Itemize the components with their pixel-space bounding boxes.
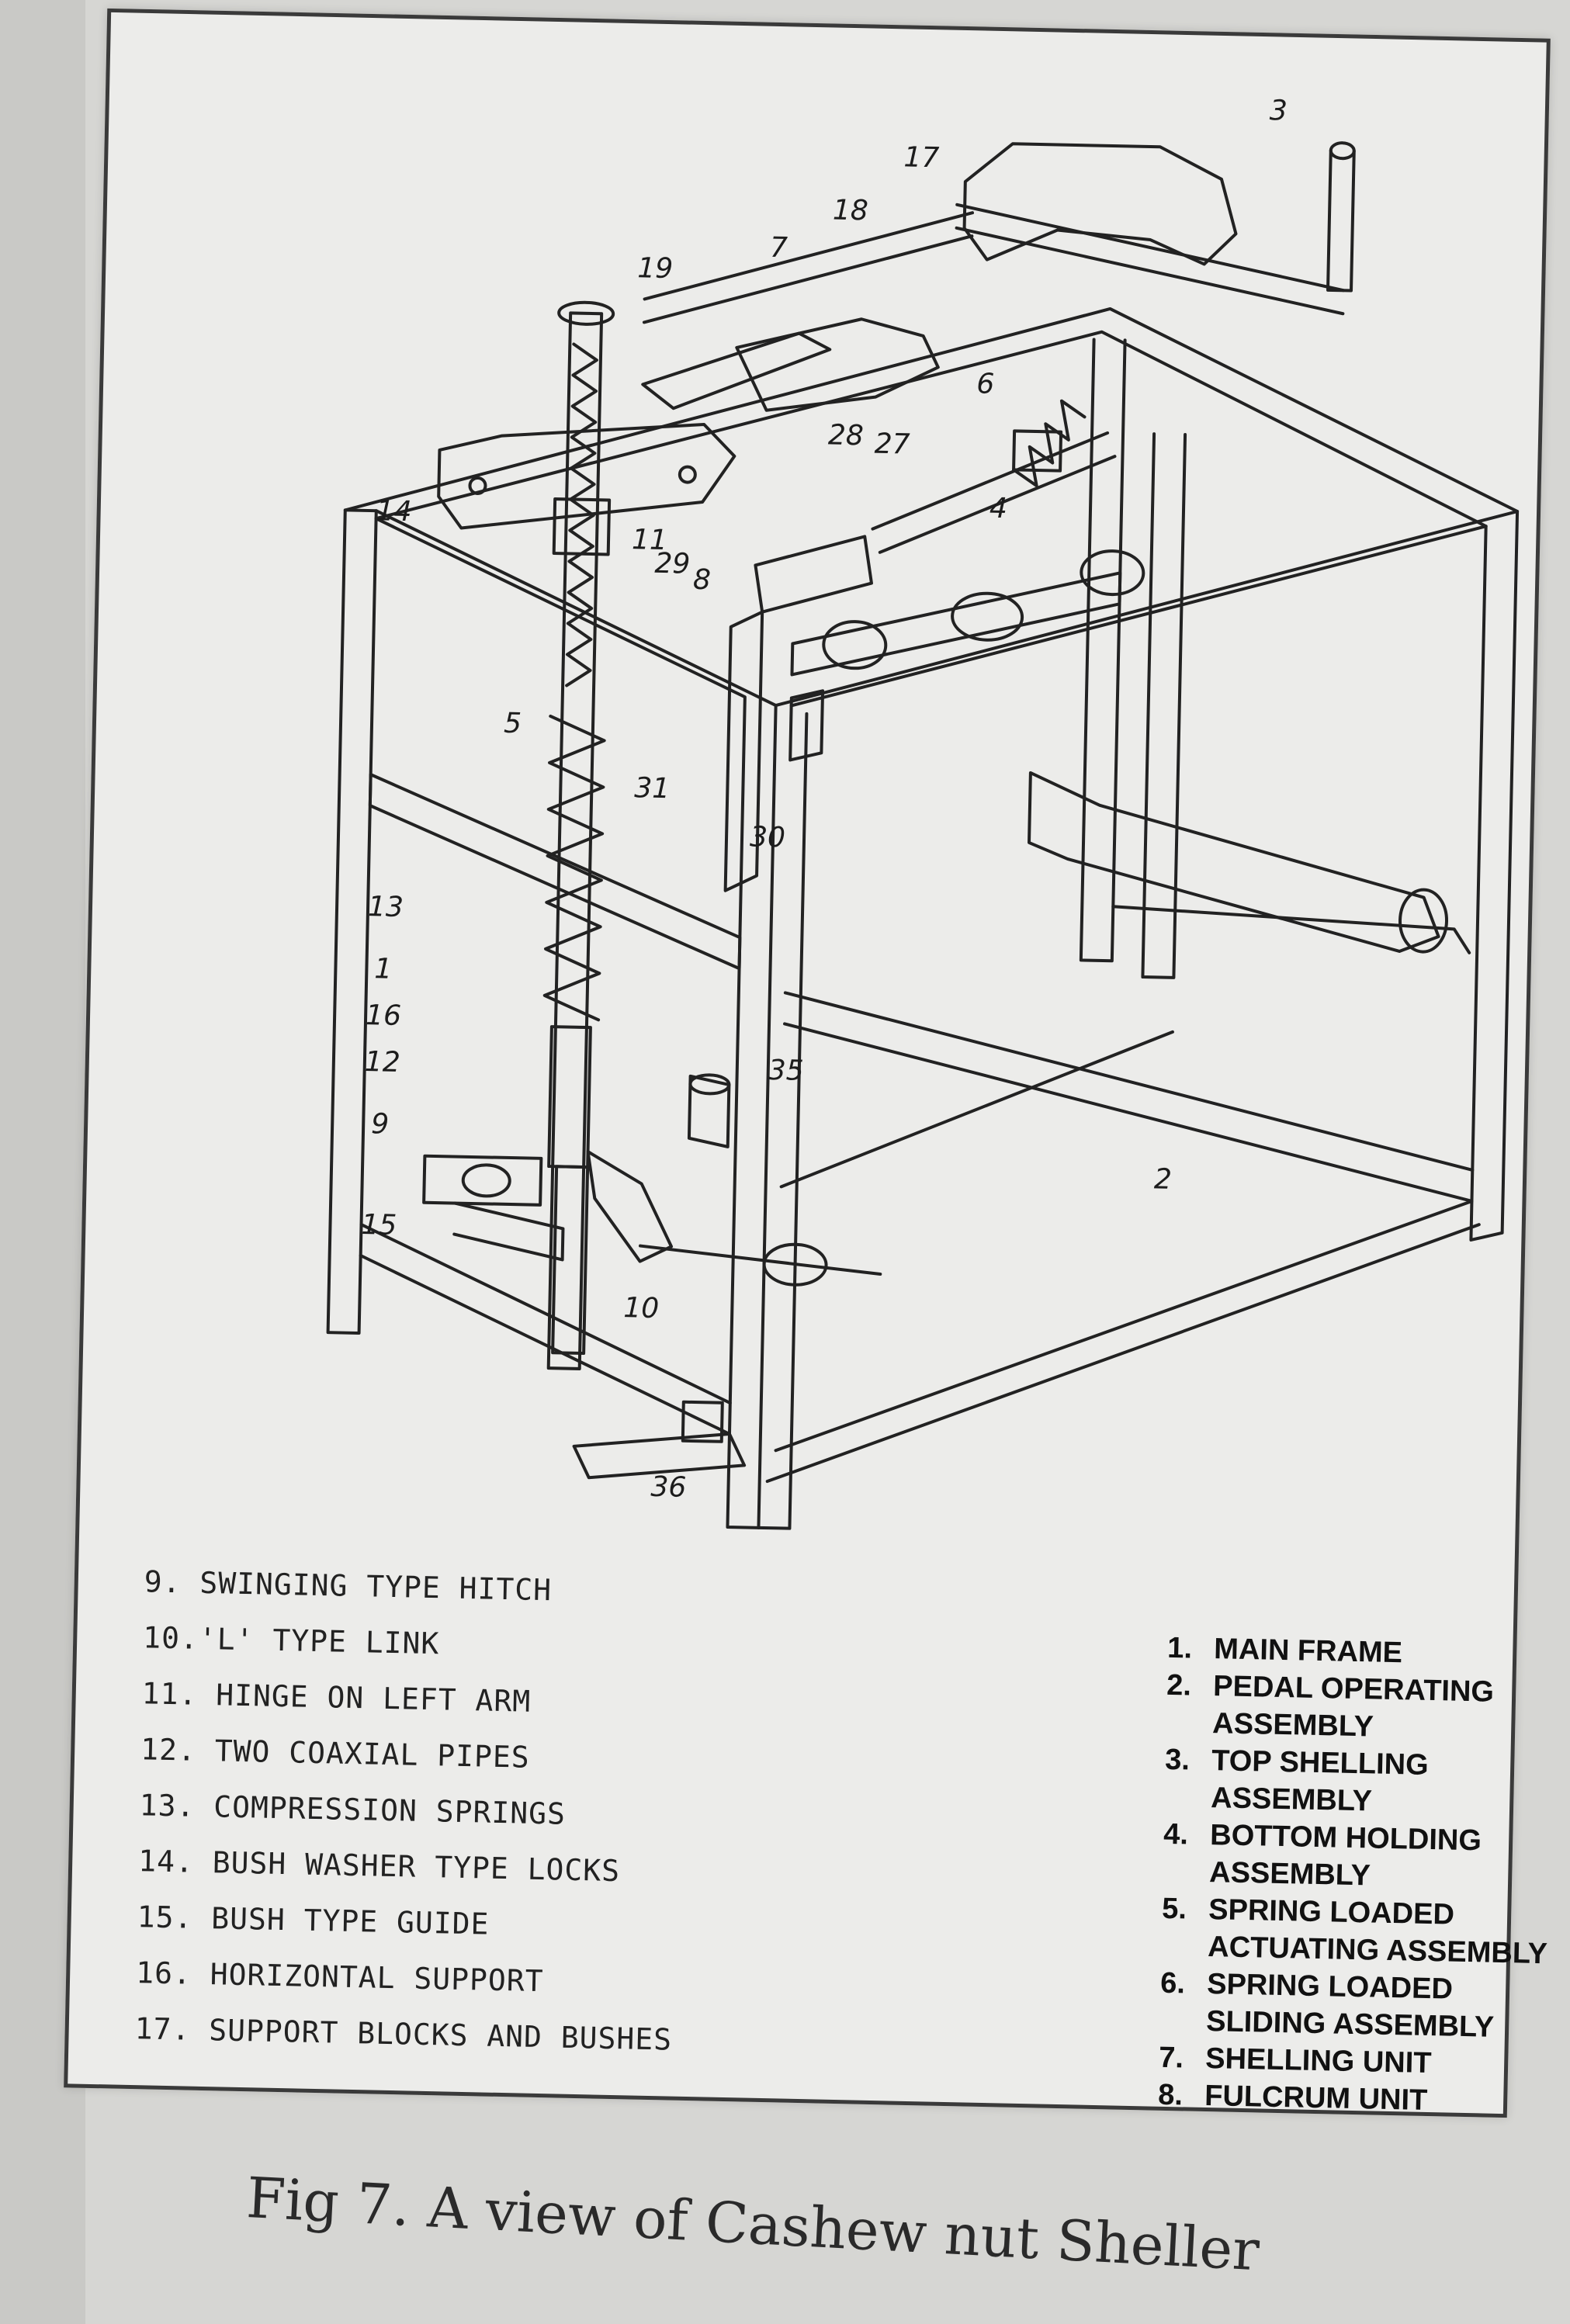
callout-15: 15 [361,1209,397,1242]
callout-13: 13 [367,891,404,924]
figure-panel: 1 2 3 4 5 6 7 8 9 10 11 12 13 14 15 16 1… [64,8,1551,2121]
callout-31: 31 [633,772,671,805]
legend-number: 7. [1158,2041,1184,2075]
legend-number: 5. [1161,1892,1187,1926]
callout-4: 4 [989,492,1008,525]
pedal-operating-assembly [779,771,1471,1189]
legend-text: BOTTOM HOLDING [1209,1819,1482,1858]
callout-36: 36 [650,1470,687,1504]
legend-number: 3. [1164,1743,1190,1777]
callout-3: 3 [1269,95,1288,127]
callout-29: 29 [654,547,691,580]
hitch-and-guide [422,1073,882,1480]
bottom-holding-assembly [790,549,1145,677]
callout-28: 28 [827,419,865,452]
legend-text: FULCRUM UNIT [1204,2080,1428,2118]
legend-text: MAIN FRAME [1213,1633,1403,1670]
legend-item: 8. FULCRUM UNIT [1158,2076,1531,2121]
callout-6: 6 [976,368,995,400]
callout-30: 30 [749,821,786,854]
callout-35: 35 [768,1054,805,1087]
legend-text: SHELLING UNIT [1204,2042,1432,2080]
legend-left: 9. SWINGING TYPE HITCH 10.'L' TYPE LINK … [134,1553,843,2071]
callout-12: 12 [364,1046,401,1079]
legend-number: 2. [1166,1668,1192,1702]
callout-5: 5 [503,707,522,740]
legend-number: 8. [1157,2078,1184,2112]
legend-number: 1. [1166,1631,1193,1665]
legend-text: SPRING LOADED [1208,1893,1455,1931]
fulcrum-unit [723,535,873,892]
legend-number: 6. [1159,1966,1186,2000]
callout-14: 14 [376,495,413,528]
cashew-sheller-drawing [326,141,1520,1530]
spring-loaded-sliding-assembly [871,399,1117,554]
legend-number: 4. [1163,1817,1189,1851]
callout-9: 9 [370,1108,390,1141]
main-frame [326,307,1520,1530]
legend-text: TOP SHELLING [1211,1744,1430,1782]
callout-2: 2 [1153,1163,1173,1196]
callout-16: 16 [365,999,402,1033]
callout-17: 17 [903,141,940,175]
callout-27: 27 [874,428,910,461]
callout-10: 10 [622,1292,660,1325]
callout-1: 1 [373,953,393,985]
spring-loaded-actuating-assembly [542,300,615,1370]
shelling-unit [437,317,940,530]
top-shelling-assembly [642,141,1356,324]
legend-text: PEDAL OPERATING [1212,1670,1495,1709]
callout-18: 18 [832,194,869,227]
callout-7: 7 [769,231,788,265]
callout-8: 8 [692,563,712,597]
callout-19: 19 [636,252,674,286]
legend-text: SPRING LOADED [1206,1968,1454,2006]
